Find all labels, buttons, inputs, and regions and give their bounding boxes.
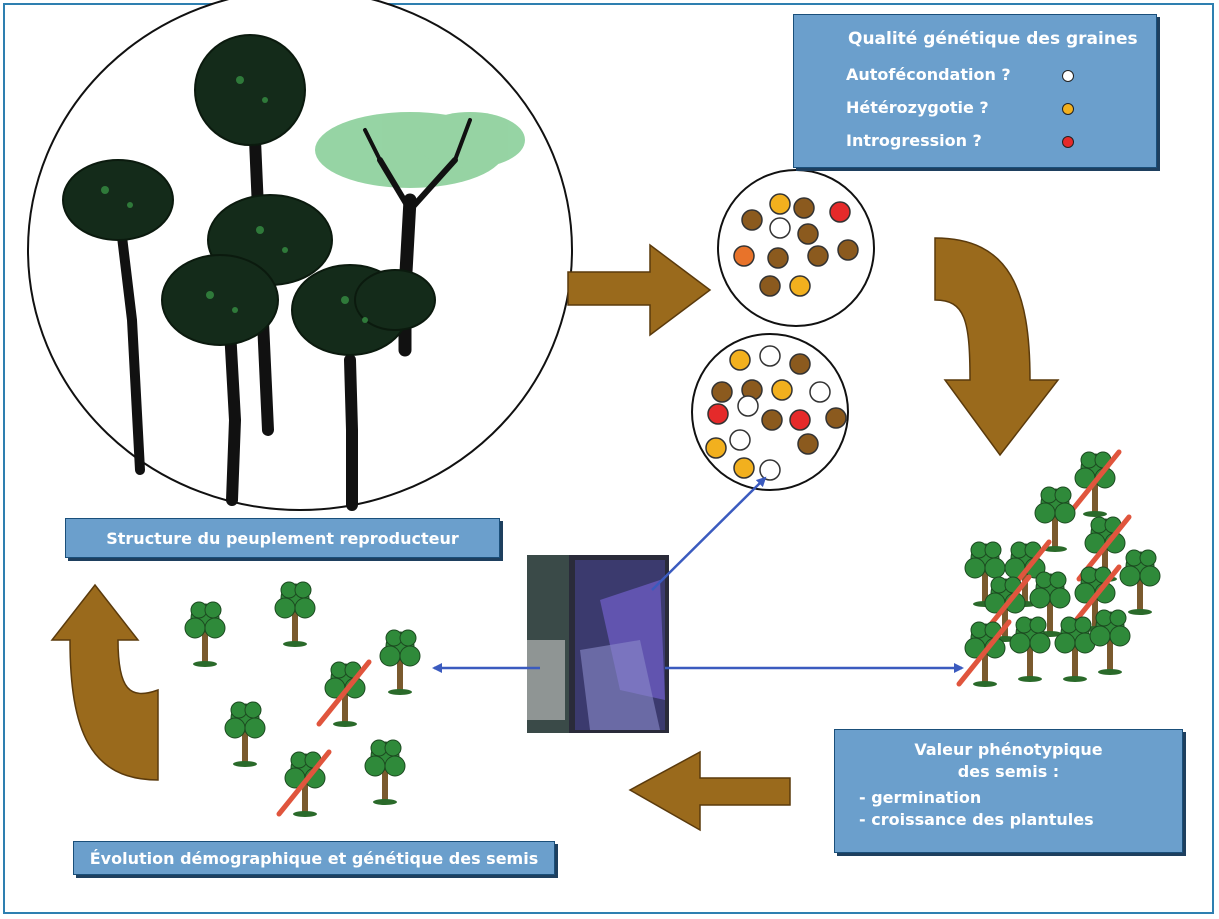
tree-stand-illustration [27, 0, 573, 511]
seedling-icon [1009, 616, 1051, 682]
flow-arrow-left [628, 750, 791, 832]
red-dot-icon [1062, 136, 1074, 148]
seedling-icon [1119, 549, 1161, 615]
flow-arrow-curve-down [934, 237, 1060, 457]
legend-item-heterozygotie: Hétérozygotie ? [846, 98, 1136, 120]
caption-valeur: Valeur phénotypique des semis : - germin… [834, 729, 1183, 853]
flow-arrow-right [567, 243, 712, 337]
seedling-icon [274, 581, 316, 647]
lab-photo [527, 555, 669, 733]
seedling-icon [379, 629, 421, 695]
legend-box: Qualité génétique des graines Autofécond… [793, 14, 1157, 168]
legend-title: Qualité génétique des graines [848, 29, 1138, 49]
seedling-icon [184, 601, 226, 667]
seedling-icon [964, 541, 1006, 607]
legend-item-introgression: Introgression ? [846, 131, 1136, 153]
crossed-seedling-icon [316, 659, 372, 727]
caption-structure: Structure du peuplement reproducteur [65, 518, 500, 558]
legend-item-autofecondation: Autofécondation ? [846, 65, 1136, 87]
seedling-icon [1089, 609, 1131, 675]
flow-arrow-curve-up [50, 583, 159, 781]
caption-evolution: Évolution démographique et génétique des… [73, 841, 555, 875]
seedling-icon [1054, 616, 1096, 682]
seedling-icon [364, 739, 406, 805]
yellow-dot-icon [1062, 103, 1074, 115]
seedling-icon [1034, 486, 1076, 552]
crossed-seedling-icon [1066, 449, 1122, 517]
seedling-group [184, 449, 1161, 817]
crossed-seedling-icon [956, 619, 1012, 687]
seed-sample-icon [691, 169, 875, 491]
link-arrows [432, 476, 964, 673]
crossed-seedling-icon [276, 749, 332, 817]
white-dot-icon [1062, 70, 1074, 82]
seedling-icon [1029, 571, 1071, 637]
seedling-icon [224, 701, 266, 767]
